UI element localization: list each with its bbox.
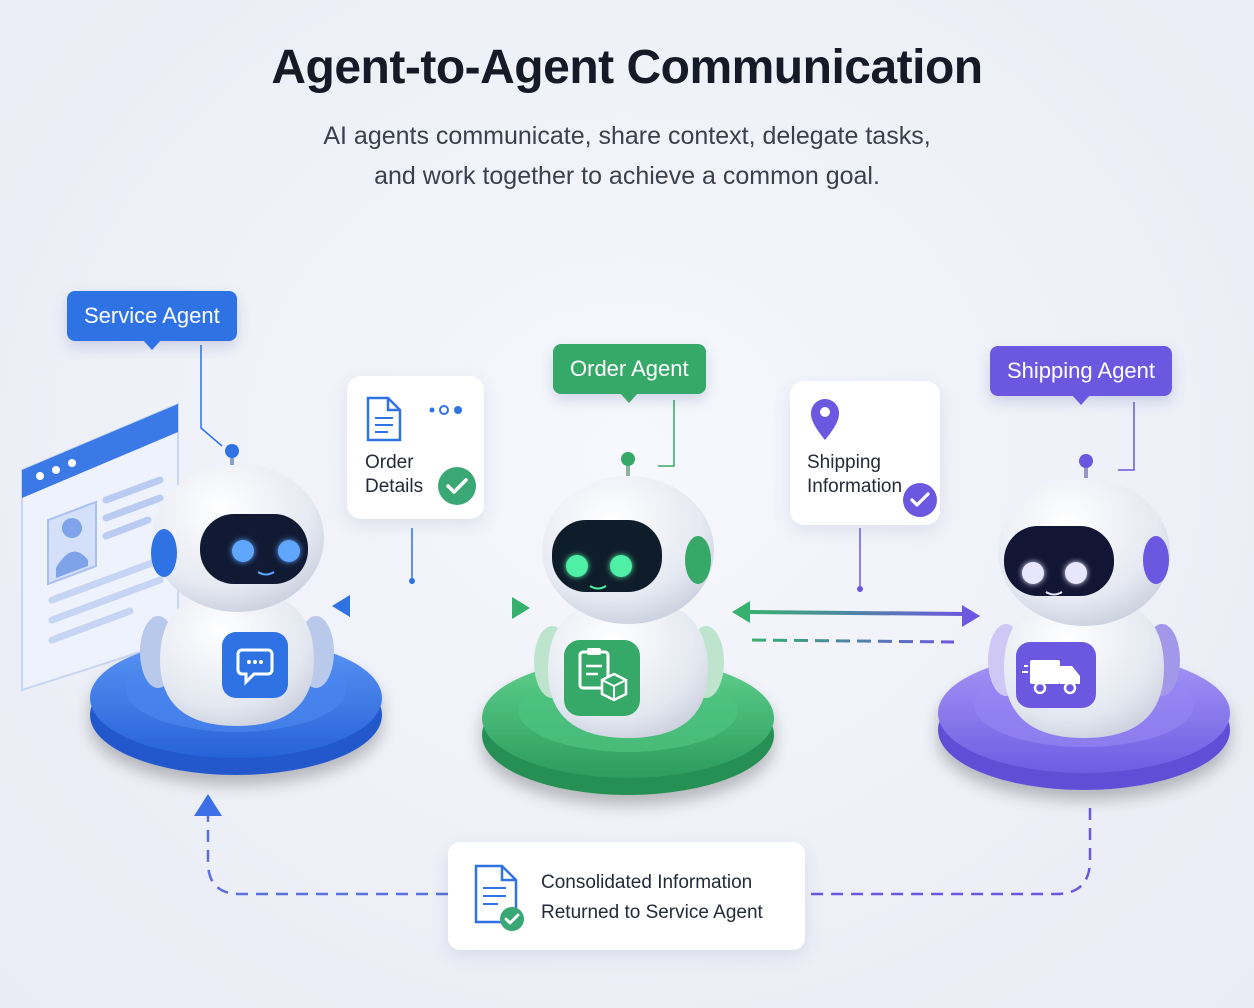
- service-agent-robot: [140, 444, 334, 726]
- tag-connectors: [200, 345, 1135, 592]
- service-agent-tag: Service Agent: [67, 291, 237, 350]
- document-icon: [366, 396, 402, 442]
- delivery-truck-icon: [1022, 660, 1080, 695]
- subtitle-line-2: and work together to achieve a common go…: [374, 162, 880, 190]
- page-title: Agent-to-Agent Communication: [271, 41, 983, 94]
- result-line-2: Returned to Service Agent: [541, 902, 763, 923]
- arrow-service-order: [332, 595, 530, 636]
- check-circle-icon: [438, 467, 476, 505]
- consolidated-information-card: Consolidated Information Returned to Ser…: [448, 842, 805, 950]
- shipping-agent-robot: [988, 454, 1180, 738]
- shipping-agent-tag: Shipping Agent: [990, 346, 1173, 405]
- clipboard-box-icon: [578, 648, 628, 702]
- result-line-1: Consolidated Information: [541, 872, 753, 893]
- chat-bubble-icon: [236, 648, 274, 686]
- document-check-icon: [474, 864, 524, 931]
- page-subtitle: AI agents communicate, share context, de…: [0, 116, 1254, 196]
- typing-dots-icon: [429, 405, 462, 415]
- check-circle-icon: [903, 483, 937, 517]
- subtitle-line-1: AI agents communicate, share context, de…: [323, 122, 931, 150]
- return-flow-arrow: [194, 794, 1092, 896]
- order-agent-robot: [534, 452, 724, 738]
- order-agent-tag: Order Agent: [553, 344, 706, 403]
- location-pin-icon: [811, 399, 839, 440]
- arrow-order-shipping: [732, 601, 980, 644]
